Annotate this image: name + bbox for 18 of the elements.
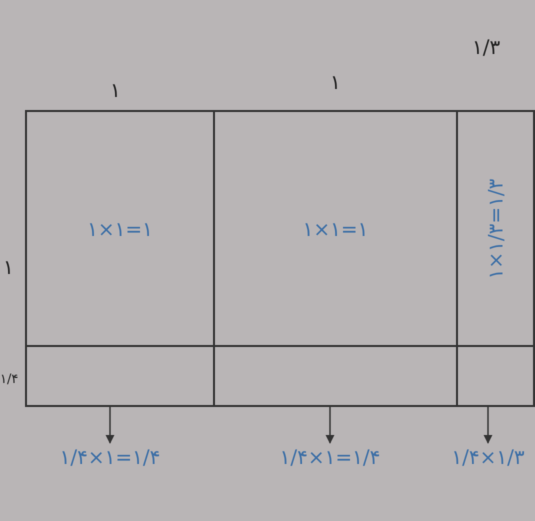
arrow bbox=[484, 407, 492, 444]
area-cell bbox=[25, 110, 215, 347]
width-label: ۱ bbox=[110, 78, 121, 102]
product-equation: ۱/۴×۱=۱/۴ bbox=[60, 445, 160, 469]
width-label: ۱ bbox=[330, 70, 341, 94]
arrow bbox=[106, 407, 114, 444]
product-equation: ۱/۴×۱/۳ bbox=[451, 445, 525, 469]
area-cell bbox=[456, 110, 535, 347]
width-label: ۱/۳ bbox=[472, 35, 500, 59]
product-equation: ۱×۱=۱ bbox=[87, 216, 153, 240]
grid-cell bbox=[456, 345, 535, 407]
arrow bbox=[326, 407, 334, 444]
product-equation: ۱×۱/۳=۱/۳ bbox=[484, 178, 508, 279]
height-label: ۱/۴ bbox=[0, 372, 18, 387]
height-label: ۱ bbox=[3, 255, 14, 279]
product-equation: ۱/۴×۱=۱/۴ bbox=[280, 445, 380, 469]
grid-cell bbox=[25, 345, 215, 407]
product-equation: ۱×۱=۱ bbox=[302, 216, 368, 240]
